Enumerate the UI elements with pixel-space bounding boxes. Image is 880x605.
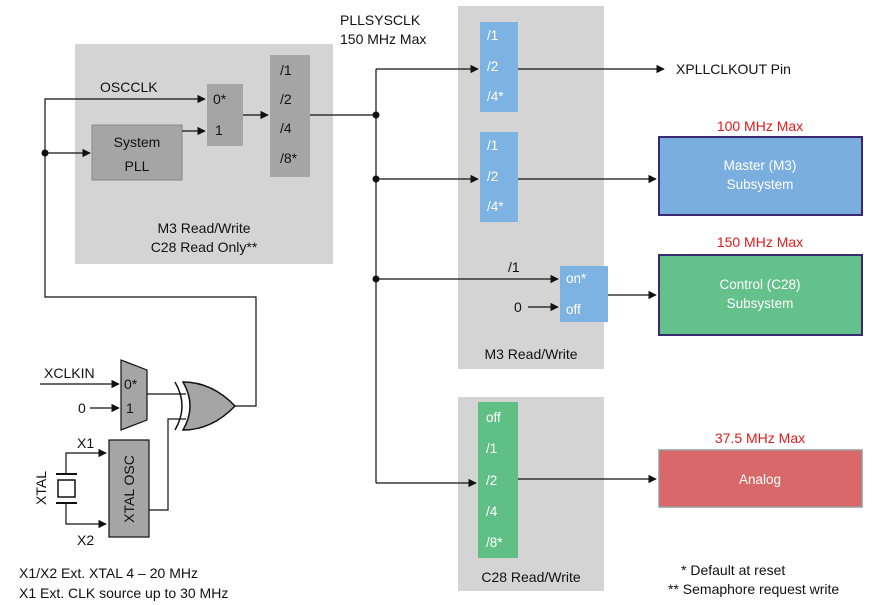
analog-divider — [478, 402, 518, 558]
sysclk-div-4: /4 — [280, 120, 292, 136]
xor-out-wire — [44, 153, 257, 407]
crystal-icon — [56, 473, 77, 504]
master-m3-label-2: Subsystem — [727, 177, 794, 192]
sysclk-divider — [270, 55, 310, 177]
sysclk-div-2: /2 — [280, 91, 292, 107]
analog-block — [658, 449, 863, 508]
master-m3-block — [658, 136, 863, 216]
pll-label-1: System — [114, 134, 161, 150]
analog-freq-label: 37.5 MHz Max — [715, 430, 805, 446]
sysclk-div-1: /1 — [280, 62, 292, 78]
control-c28-label-2: Subsystem — [727, 296, 794, 311]
osc-to-xor-wire — [149, 418, 186, 511]
xpllclkout-label: XPLLCLKOUT Pin — [676, 61, 791, 77]
pll-mux-1: 1 — [215, 122, 223, 138]
control-c28-label-1: Control (C28) — [719, 277, 800, 292]
analog-div-4: /4 — [486, 504, 498, 519]
m3-div-2: /2 — [487, 169, 498, 184]
xor-gate-back — [174, 381, 183, 431]
xclkin-label: XCLKIN — [44, 365, 95, 381]
pll-label-2: PLL — [125, 158, 150, 174]
osc-clk-wire — [44, 94, 206, 153]
master-m3-label-1: Master (M3) — [724, 158, 797, 173]
xclk-mux-0: 0* — [124, 376, 138, 392]
gate-in-0-label: 0 — [514, 299, 522, 315]
m3-div-1: /1 — [487, 138, 498, 153]
xclk-mux-1: 1 — [126, 400, 134, 416]
pll-mux-0: 0* — [213, 91, 227, 107]
xpll-divider — [480, 22, 518, 112]
c28-region-note: C28 Read/Write — [481, 569, 581, 585]
pllsysclk-max: 150 MHz Max — [340, 31, 426, 47]
analog-div-2: /2 — [486, 473, 497, 488]
xtal-osc-label: XTAL OSC — [121, 455, 137, 523]
system-pll-block — [91, 124, 183, 181]
m3-divider — [480, 132, 518, 222]
gate-on: on* — [566, 271, 587, 286]
osc-clk-label: OSCCLK — [100, 79, 158, 95]
note-clk-source: X1 Ext. CLK source up to 30 MHz — [19, 585, 228, 601]
x2-wire — [65, 503, 107, 529]
xor-gate — [181, 381, 237, 431]
analog-div-1: /1 — [486, 441, 497, 456]
gate-in-1-label: /1 — [508, 259, 520, 275]
note-xtal-range: X1/X2 Ext. XTAL 4 – 20 MHz — [19, 565, 198, 581]
pll-region-note-1: M3 Read/Write — [157, 220, 250, 236]
pll-region-note-2: C28 Read Only** — [151, 239, 258, 255]
m3-freq-label: 100 MHz Max — [717, 118, 803, 134]
analog-label: Analog — [739, 472, 781, 487]
note-semaphore: ** Semaphore request write — [668, 581, 839, 597]
analog-div-8: /8* — [486, 535, 503, 550]
x1-label: X1 — [77, 435, 94, 451]
c28-clock-gate — [560, 266, 608, 322]
m3-div-4: /4* — [487, 199, 504, 214]
x2-label: X2 — [77, 532, 94, 548]
m3-region-note: M3 Read/Write — [484, 346, 577, 362]
xclkin-mux — [120, 359, 148, 431]
xpll-div-4: /4* — [487, 89, 504, 104]
xclk-zero-label: 0 — [78, 400, 86, 416]
xtal-label: XTAL — [33, 471, 49, 505]
sysclk-div-8: /8* — [280, 150, 298, 166]
c28-freq-label: 150 MHz Max — [717, 234, 803, 250]
control-c28-block — [658, 254, 863, 336]
xpll-div-2: /2 — [487, 59, 498, 74]
x1-wire — [65, 448, 107, 474]
note-default-reset: * Default at reset — [681, 562, 785, 578]
bus-junction-1 — [372, 111, 380, 119]
pll-select-mux — [207, 84, 243, 146]
pllsysclk-label: PLLSYSCLK — [340, 12, 421, 28]
gate-off: off — [566, 302, 581, 317]
xpll-div-1: /1 — [487, 28, 498, 43]
analog-div-off: off — [486, 410, 501, 425]
xtal-osc-block — [108, 439, 150, 538]
